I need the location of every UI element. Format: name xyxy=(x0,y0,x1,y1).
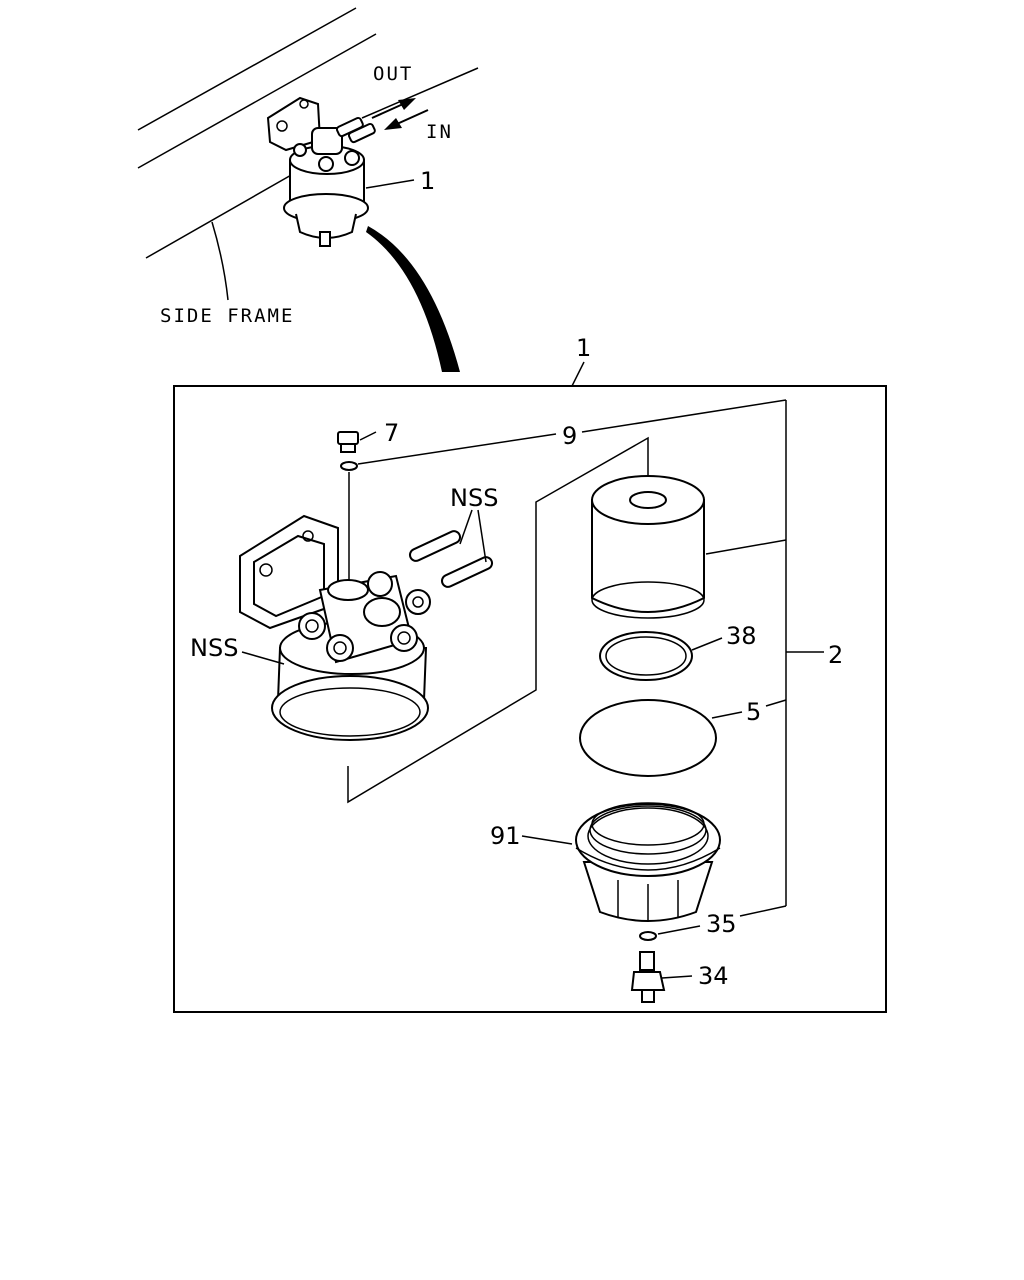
detail-frame xyxy=(173,385,887,1013)
out-label: OUT xyxy=(373,63,413,85)
in-arrow-icon xyxy=(384,109,429,130)
nss-pipes-leader-1 xyxy=(459,509,473,545)
frame-rail-2 xyxy=(137,33,377,169)
fuel-line-top xyxy=(361,67,479,119)
callout-9-leader xyxy=(357,433,557,465)
callout-38-leader xyxy=(691,637,723,651)
callout-5-leader xyxy=(711,711,743,719)
callout-7: 7 xyxy=(384,419,399,447)
o-ring-top-icon xyxy=(340,461,358,471)
o-ring-bottom-icon xyxy=(639,931,657,941)
nss-head-leader xyxy=(241,651,285,665)
callout-91-leader xyxy=(521,835,573,845)
callout-5: 5 xyxy=(746,698,761,726)
detail-callout-leader xyxy=(571,361,585,387)
bleeder-plug-icon xyxy=(337,431,359,453)
bowl-icon xyxy=(575,802,721,922)
kit-bracket xyxy=(581,399,824,917)
callout-91: 91 xyxy=(490,822,521,850)
side-frame-leader xyxy=(211,221,229,301)
filter-element-icon xyxy=(591,475,705,619)
frame-rail-3 xyxy=(145,169,301,259)
pipes-icon xyxy=(408,530,494,588)
nss-head-label: NSS xyxy=(190,634,238,662)
callout-34-leader xyxy=(661,975,693,979)
filter-overview-icon xyxy=(266,96,376,247)
callout-34: 34 xyxy=(698,962,729,990)
overview-group: OUT IN 1 SIDE FRAME xyxy=(137,7,479,372)
nss-pipes-label: NSS xyxy=(450,484,498,512)
in-label: IN xyxy=(426,121,453,143)
callout-7-leader xyxy=(359,431,377,441)
callout-9: 9 xyxy=(562,422,577,450)
gasket-icon xyxy=(579,699,717,777)
detail-pointer-arrow-icon xyxy=(366,226,460,372)
callout-38: 38 xyxy=(726,622,757,650)
seal-ring-icon xyxy=(599,631,693,681)
overview-callout-1: 1 xyxy=(420,167,435,195)
overview-callout-leader xyxy=(365,179,415,189)
nss-pipes-leader-2 xyxy=(477,509,487,563)
out-arrow-icon xyxy=(371,98,416,119)
frame-rail-1 xyxy=(137,7,357,131)
drain-sensor-icon xyxy=(630,951,666,1003)
assembly-guide-line xyxy=(347,436,649,804)
callout-35-leader xyxy=(657,925,701,935)
callout-2: 2 xyxy=(828,641,843,669)
filter-head-icon xyxy=(239,514,431,741)
detail-callout-1: 1 xyxy=(576,334,591,362)
callout-35: 35 xyxy=(706,910,737,938)
side-frame-label: SIDE FRAME xyxy=(160,305,294,327)
